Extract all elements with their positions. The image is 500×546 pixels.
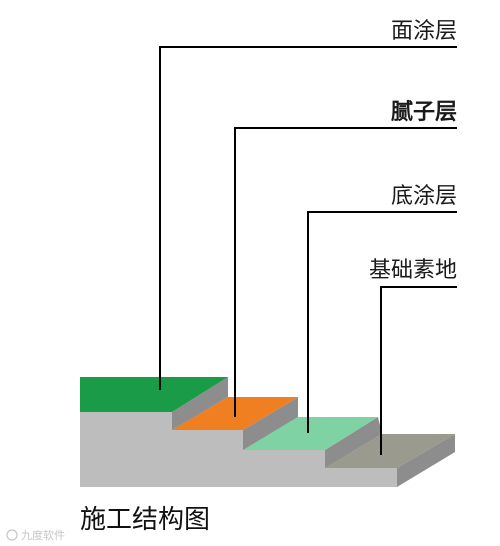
putty-layer-side — [243, 397, 298, 450]
base-layer-top — [325, 434, 455, 468]
leader-line-primer — [307, 211, 457, 433]
layered-slab — [80, 377, 455, 487]
putty-layer-front — [80, 430, 243, 450]
label-base: 基础素地 — [369, 258, 457, 283]
watermark-text: 九度软件 — [21, 528, 65, 542]
watermark: 九度软件 — [6, 528, 65, 542]
primer-layer-top — [243, 417, 378, 450]
topcoat-layer-front — [80, 412, 172, 430]
watermark-logo-icon — [6, 529, 18, 541]
base-layer-front — [80, 468, 397, 487]
diagram-caption: 施工结构图 — [80, 505, 210, 535]
label-primer: 底涂层 — [391, 184, 457, 209]
leader-line-topcoat — [159, 46, 457, 390]
label-putty: 腻子层 — [391, 99, 457, 125]
leader-lines — [159, 46, 457, 455]
primer-layer-side — [325, 417, 382, 468]
topcoat-layer-top — [80, 377, 228, 412]
base-layer-side — [397, 434, 455, 487]
topcoat-layer-side — [172, 377, 228, 430]
layer-labels: 面涂层 腻子层 底涂层 基础素地 — [369, 19, 457, 283]
leader-line-putty — [234, 127, 457, 417]
leader-line-base — [380, 286, 457, 455]
primer-layer-front — [80, 450, 325, 468]
label-topcoat: 面涂层 — [391, 19, 457, 44]
